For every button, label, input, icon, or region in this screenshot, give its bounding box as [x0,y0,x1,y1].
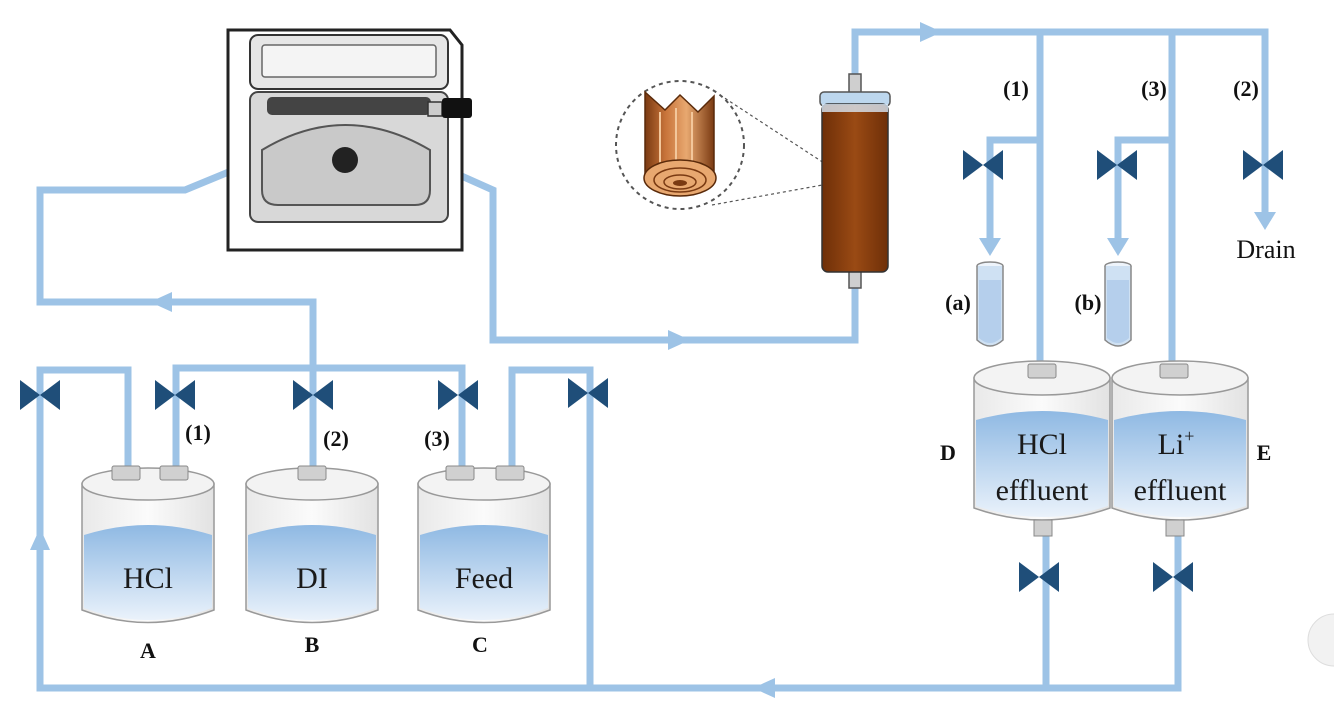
arrow-left-icon [150,292,172,312]
pipe-sample-a [986,136,1040,240]
valve-icon[interactable] [1153,562,1193,592]
tank-b-content: DI [296,562,328,595]
line-label-bottom-2: (2) [323,426,349,451]
tank-e[interactable] [1111,360,1249,537]
valve-icon[interactable] [963,150,1003,180]
line-label-top-2: (2) [1233,76,1259,101]
adsorption-column-icon[interactable] [819,73,891,289]
line-label-top-3: (3) [1141,76,1167,101]
pipe-column-outlet [851,28,1269,215]
valve-icon[interactable] [438,380,478,410]
sample-label-a: (a) [945,290,971,315]
flow-arrows [30,22,1276,698]
arrow-right-icon [920,22,942,42]
sample-tube-b [1104,261,1132,347]
pipe-c-recycle [508,366,594,688]
arrow-up-icon [30,528,50,550]
pipe-sample-b [1114,136,1172,240]
scroll-button[interactable] [1307,613,1334,667]
sample-label-b: (b) [1075,290,1102,315]
tank-e-content-line1: Li+ [1158,426,1195,461]
tank-d[interactable] [973,360,1111,537]
arrow-right-icon [668,330,690,350]
tank-c-content: Feed [455,562,513,595]
tank-e-label: E [1257,440,1272,465]
arrow-down-icon [1107,238,1129,256]
tank-d-label: D [940,440,956,465]
tank-e-content-line2: effluent [1134,474,1227,507]
line-label-top-1: (1) [1003,76,1029,101]
drain-label: Drain [1236,235,1295,264]
arrow-left-icon [753,678,775,698]
tank-a-content: HCl [123,562,173,595]
pipe-suction-manifold [172,364,466,470]
tank-d-content-line2: effluent [996,474,1089,507]
arrow-down-icon [979,238,1001,256]
tank-e-ion-charge: + [1184,426,1194,446]
line-label-bottom-1: (1) [185,420,211,445]
valve-icon[interactable] [1019,562,1059,592]
pipe-a-recycle [36,366,132,540]
tank-b-label: B [305,632,320,657]
sample-tube-a [976,261,1004,347]
tank-a[interactable] [81,465,215,624]
pipe-network [36,28,1269,692]
tank-b[interactable] [245,465,379,624]
tank-d-content-line1: HCl [1017,428,1067,461]
pipe-pump-inlet [36,120,347,368]
tank-a-label: A [140,638,156,663]
pipe-return-loop [36,534,1182,692]
tank-e-ion: Li [1158,428,1185,461]
line-label-bottom-3: (3) [424,426,450,451]
arrow-down-icon [1254,212,1276,230]
tank-c-label: C [472,632,488,657]
hollow-fiber-cross-section-icon [615,80,851,210]
peristaltic-pump-icon[interactable] [226,28,472,252]
tank-c[interactable] [417,465,551,624]
